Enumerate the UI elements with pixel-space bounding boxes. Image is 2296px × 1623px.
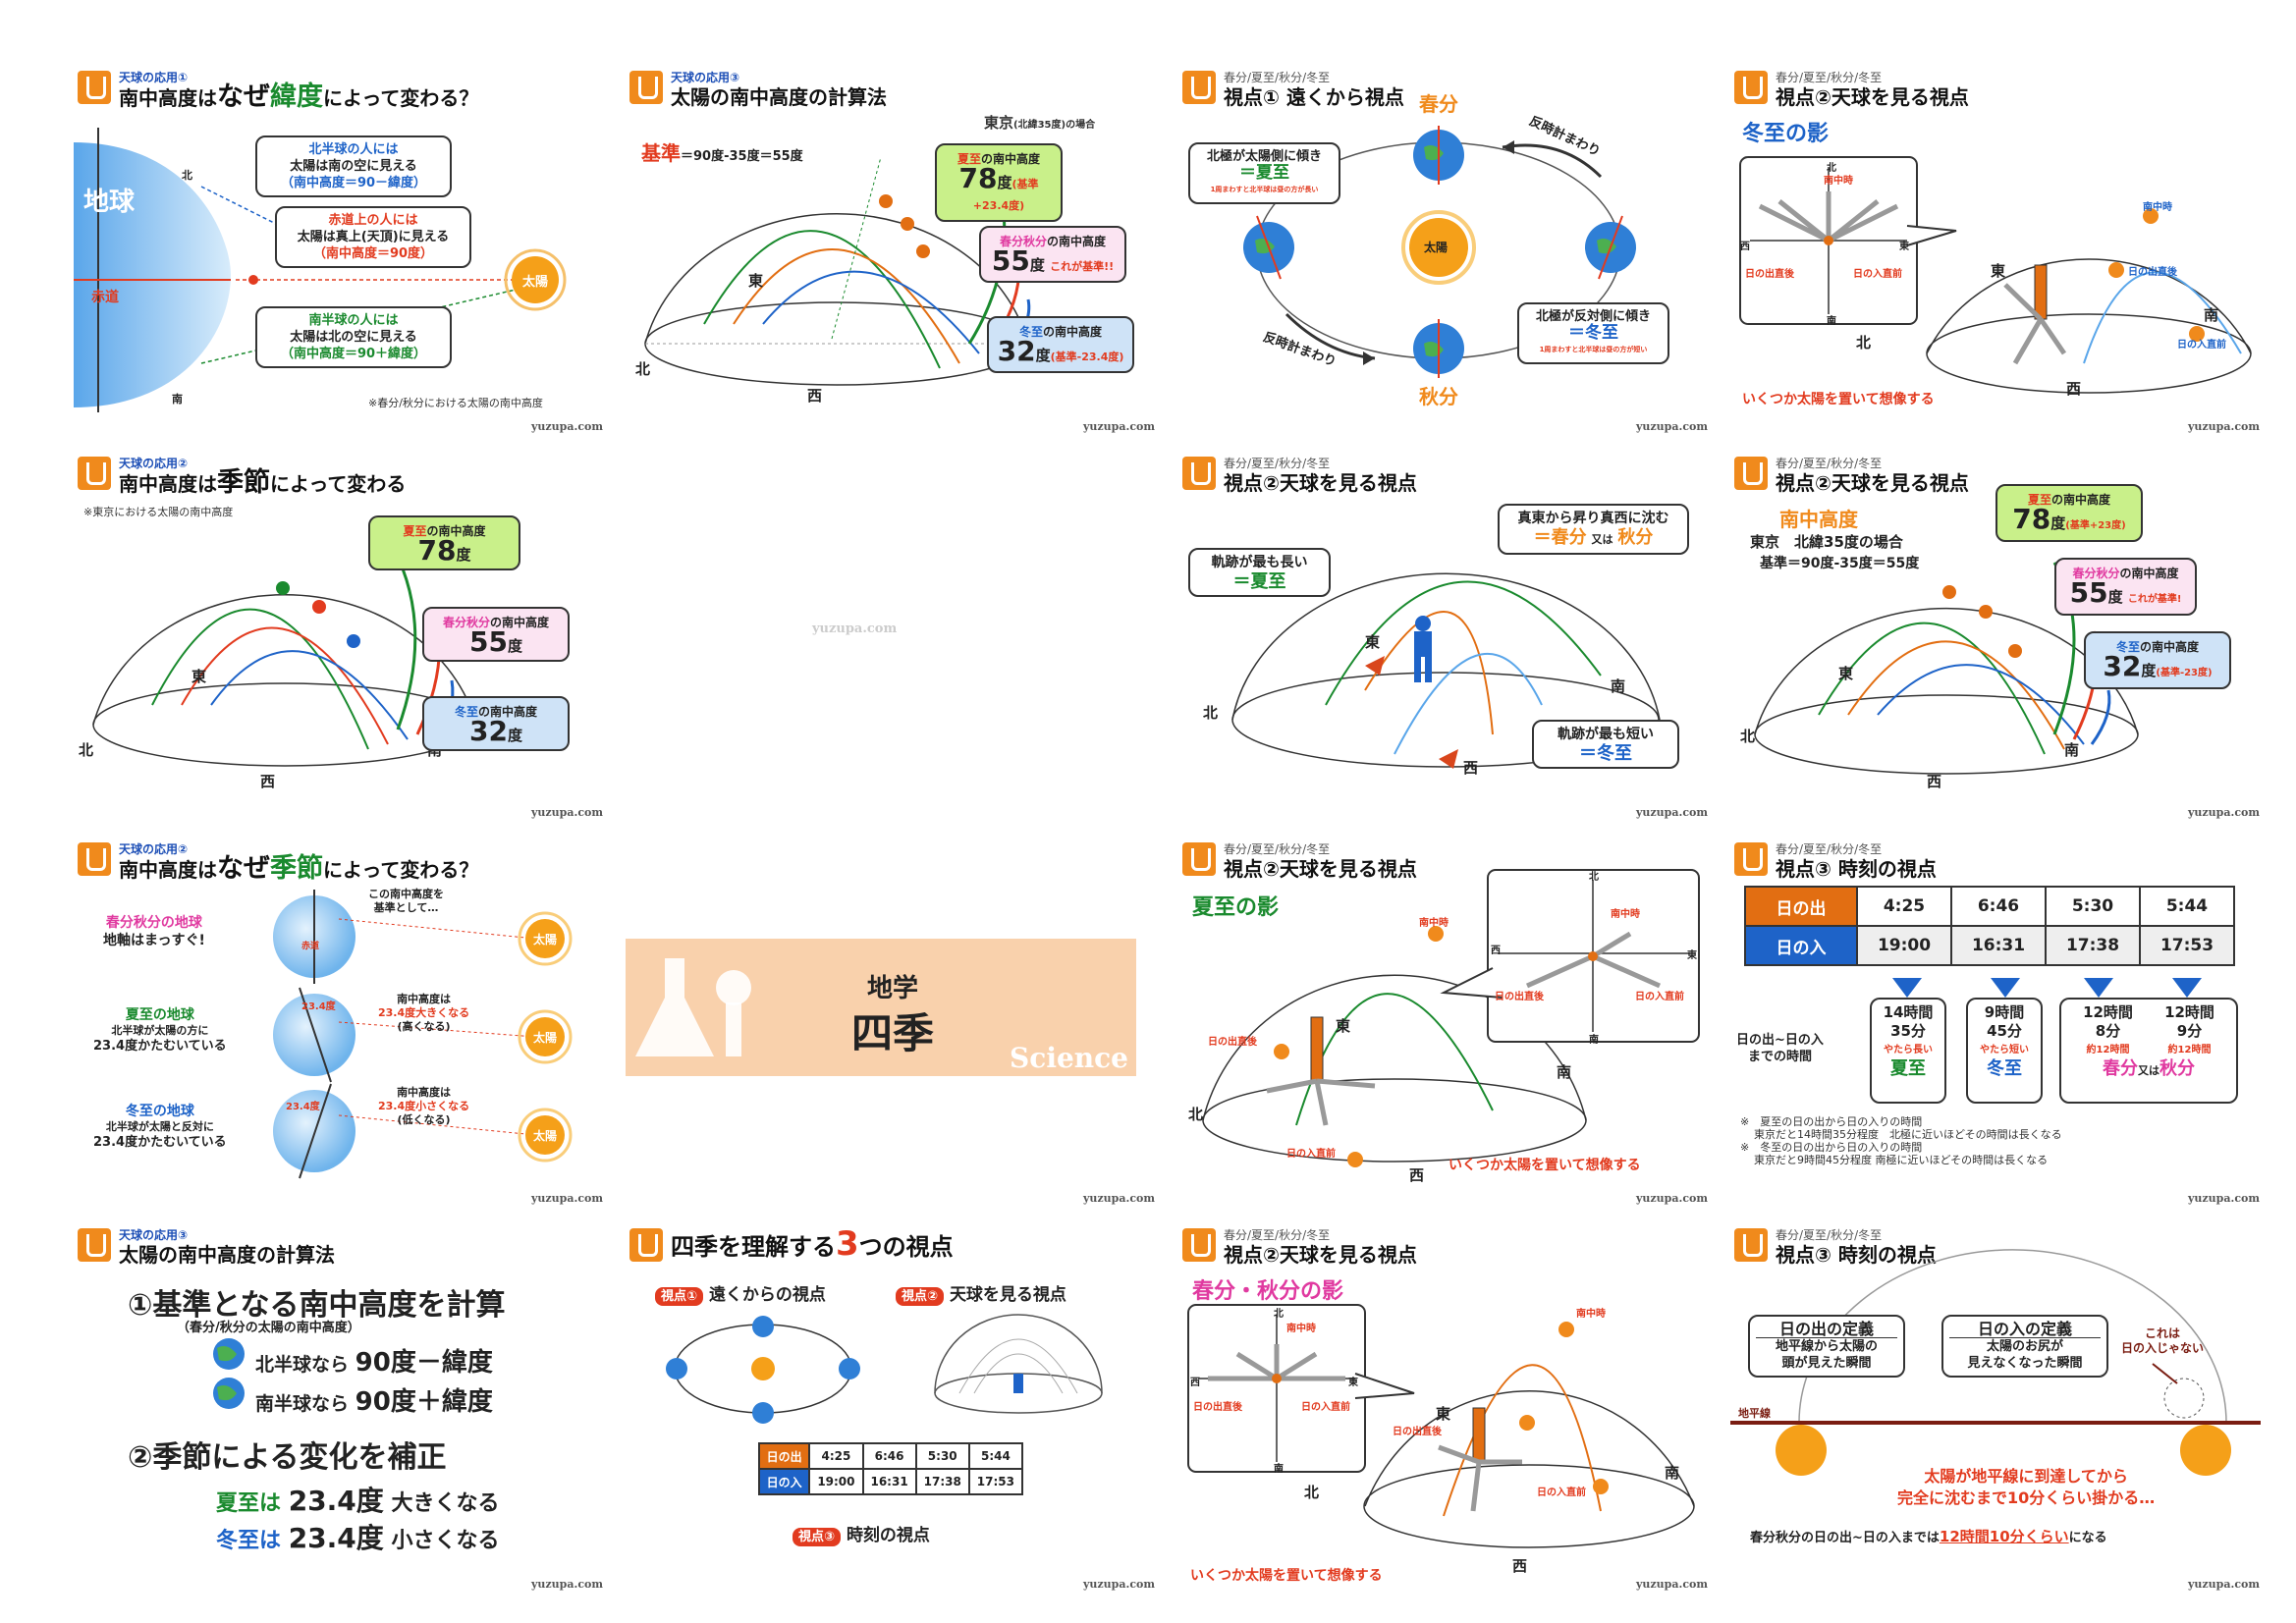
- sun-label: 太陽: [522, 275, 549, 290]
- slide-title: 春分/夏至/秋分/冬至 視点① 遠くから視点: [1182, 71, 1404, 109]
- sun-mark: [512, 256, 559, 303]
- earth-label: 地球: [83, 188, 136, 217]
- slide-title: 春分/夏至/秋分/冬至 視点②天球を見る視点: [1182, 842, 1417, 881]
- globe-icons: [213, 1338, 245, 1409]
- slide-title: 春分/夏至/秋分/冬至 視点②天球を見る視点: [1734, 71, 1969, 109]
- slide-title: 春分/夏至/秋分/冬至 視点③ 時刻の視点: [1734, 1228, 1937, 1267]
- slide-category: 天球の応用①: [119, 71, 189, 84]
- cover-band: 地学 四季 Science: [626, 939, 1136, 1076]
- slide-noon-altitude-calc-sphere: 天球の応用③ 太陽の南中高度の計算法 東京(北緯35度)の場合 基準＝90度-3…: [626, 69, 1161, 437]
- slide-equinox-shadow: 春分/夏至/秋分/冬至 視点②天球を見る視点 春分・秋分の影 南中時 日の出直後…: [1178, 1226, 1714, 1595]
- summer-altitude-box: 夏至の南中高度 78度(基準+23度): [1995, 484, 2143, 542]
- microscope-logo-icon: [78, 1228, 111, 1262]
- microscope-logo-icon: [1734, 71, 1768, 104]
- horizon-diagram: [1730, 1249, 2261, 1476]
- credit: yuzupa.com: [531, 420, 603, 433]
- viewpoint-thumbnails: [666, 1314, 1103, 1424]
- microscope-logo-icon: [78, 71, 111, 104]
- slide-tokyo-noon-altitude: 春分/夏至/秋分/冬至 視点②天球を見る視点 南中高度 東京 北緯35度の場合 …: [1730, 455, 2266, 823]
- slide-trajectory-view: 春分/夏至/秋分/冬至 視点②天球を見る視点 東 西 南 北 真東から昇り真西に…: [1178, 455, 1714, 823]
- winter-shadow-diagram: [1739, 156, 2252, 394]
- summer-path-box: 軌跡が最も長い ＝夏至: [1188, 548, 1331, 597]
- microscope-logo-icon: [1182, 71, 1216, 104]
- slide-title: 天球の応用② 南中高度は季節によって変わる: [78, 457, 406, 496]
- winter-altitude-box: 冬至の南中高度 32度(基準-23.4度): [987, 316, 1134, 373]
- slide-title: 春分/夏至/秋分/冬至 視点②天球を見る視点: [1182, 457, 1417, 495]
- summer-altitude-box: 夏至の南中高度 78度(基準+23.4度): [935, 143, 1063, 222]
- microscope-logo-icon: [1734, 1228, 1768, 1262]
- slide-title: 天球の応用① 南中高度はなぜ緯度によって変わる？: [78, 71, 478, 110]
- earth-tilt-diagram: [273, 890, 573, 1179]
- slide-title: 天球の応用③ 太陽の南中高度の計算法: [629, 71, 887, 109]
- earth-orbit-diagram: [1243, 126, 1636, 378]
- slide-title: 天球の応用② 南中高度はなぜ季節によって変わる？: [78, 842, 478, 882]
- sunset-definition-box: 日の入の定義太陽のお尻が見えなくなった瞬間: [1941, 1315, 2108, 1378]
- microscope-logo-icon: [1734, 842, 1768, 876]
- city-label: 東京(北緯35度)の場合: [984, 114, 1096, 132]
- slide-cover: 地学 四季 Science yuzupa.com: [626, 840, 1161, 1209]
- slide-title: 天球の応用③ 太陽の南中高度の計算法: [78, 1228, 335, 1267]
- slide-calc-steps: 天球の応用③ 太陽の南中高度の計算法 ①基準となる南中高度を計算 （春分/秋分の…: [74, 1226, 609, 1595]
- northern-hemisphere-box: 北半球の人には太陽は南の空に見える（南中高度＝90－緯度）: [255, 135, 452, 197]
- step1-heading: ①基準となる南中高度を計算: [128, 1288, 506, 1323]
- microscope-logo-icon: [1182, 842, 1216, 876]
- base-formula: 基準＝90度-35度＝55度: [641, 141, 803, 165]
- equinox-path-box: 真東から昇り真西に沈む ＝春分 又は 秋分: [1498, 504, 1689, 555]
- summer-altitude-box: 夏至の南中高度 78度: [368, 515, 520, 570]
- slide-title: 春分/夏至/秋分/冬至 視点②天球を見る視点: [1734, 457, 1969, 495]
- sunrise-definition-box: 日の出の定義地平線から太陽の頭が見えた瞬間: [1748, 1315, 1905, 1378]
- earth-shape: [74, 142, 231, 407]
- microscope-logo-icon: [629, 1228, 663, 1262]
- north-label: 北: [182, 169, 192, 182]
- microscope-logo-icon: [1734, 457, 1768, 490]
- flask-microscope-icon: [635, 958, 751, 1056]
- equinox-earth-label: 春分秋分の地球地軸はまっすぐ!: [103, 915, 205, 948]
- slide-season-noon-altitude: 天球の応用② 南中高度は季節によって変わる ※東京における太陽の南中高度 東 西…: [74, 455, 609, 823]
- slide-title: 春分/夏至/秋分/冬至 視点③ 時刻の視点: [1734, 842, 1937, 881]
- microscope-logo-icon: [78, 457, 111, 490]
- southern-hemisphere-box: 南半球の人には太陽は北の空に見える（南中高度＝90＋緯度）: [255, 306, 452, 368]
- south-label: 南: [172, 393, 183, 406]
- microscope-logo-icon: [1182, 1228, 1216, 1262]
- slide-sunrise-definition: 春分/夏至/秋分/冬至 視点③ 時刻の視点 日の出の定義地平線から太陽の頭が見え…: [1730, 1226, 2266, 1595]
- slide-blank: yuzupa.com: [626, 455, 1161, 823]
- equinox-shadow-diagram: [1187, 1304, 1695, 1548]
- slide-winter-shadow: 春分/夏至/秋分/冬至 視点②天球を見る視点 冬至の影 南中時 南中時 日の出直…: [1730, 69, 2266, 437]
- footnote: ※春分/秋分における太陽の南中高度: [368, 397, 543, 409]
- slide-three-viewpoints: 四季を理解する3つの視点 視点① 遠くからの視点 視点② 天球を見る視点 日の出…: [626, 1226, 1161, 1595]
- equator-label: 赤道: [91, 290, 119, 305]
- slide-summer-shadow: 春分/夏至/秋分/冬至 視点②天球を見る視点 夏至の影 南中時 日の出直後 日の…: [1178, 840, 1714, 1209]
- microscope-logo-icon: [78, 842, 111, 876]
- slide-tilt-explanation: 天球の応用② 南中高度はなぜ季節によって変わる？ 春分秋分の地球地軸はまっすぐ!…: [74, 840, 609, 1209]
- equinox-altitude-box: 春分秋分の南中高度 55度 これが基準!!: [979, 226, 1126, 283]
- down-arrows: [1892, 978, 2202, 998]
- slide-latitude-noon-altitude: 天球の応用① 南中高度はなぜ緯度によって変わる？ 地球 赤道 太陽 北 南 北半…: [74, 69, 609, 437]
- step2-heading: ②季節による変化を補正: [128, 1440, 447, 1475]
- equator-box: 赤道上の人には太陽は真上(天頂)に見える（南中高度＝90度）: [275, 206, 471, 268]
- summer-shadow-diagram: [1202, 869, 1700, 1167]
- winter-altitude-box: 冬至の南中高度 32度: [422, 696, 570, 751]
- microscope-logo-icon: [1182, 457, 1216, 490]
- equinox-altitude-box: 春分秋分の南中高度 55度 これが基準!: [2054, 558, 2197, 616]
- microscope-logo-icon: [629, 71, 663, 104]
- slide-orbit-view: 春分/夏至/秋分/冬至 視点① 遠くから視点 春分 秋分 太陽 反時計まわり 反…: [1178, 69, 1714, 437]
- slide-title: 春分/夏至/秋分/冬至 視点②天球を見る視点: [1182, 1228, 1417, 1267]
- slide-title: 四季を理解する3つの視点: [629, 1227, 954, 1262]
- winter-path-box: 軌跡が最も短い ＝冬至: [1532, 720, 1679, 769]
- winter-altitude-box: 冬至の南中高度 32度(基準-23度): [2084, 631, 2231, 689]
- equinox-altitude-box: 春分秋分の南中高度 55度: [422, 607, 570, 662]
